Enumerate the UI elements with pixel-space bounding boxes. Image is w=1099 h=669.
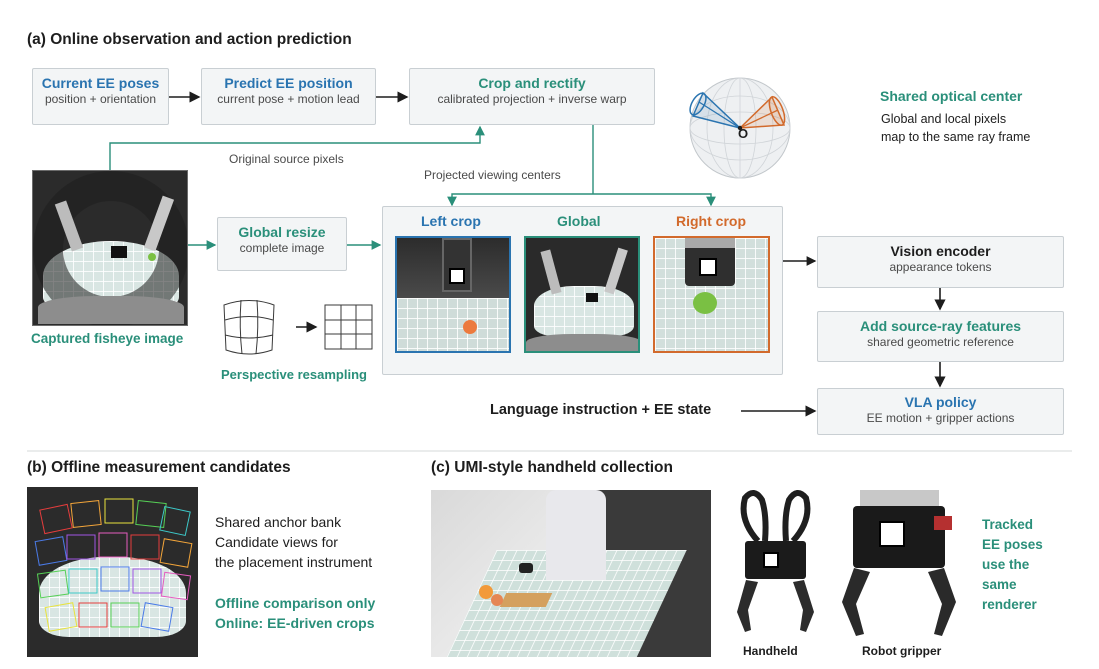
source-ray-title: Add source-ray features (859, 318, 1022, 334)
scissor-handles (740, 490, 811, 544)
robot-fingers (842, 568, 956, 636)
predict-ee-title: Predict EE position (224, 75, 353, 91)
shared-center-line1: Global and local pixels (881, 112, 1007, 126)
global-crop-box (586, 293, 598, 302)
handheld-label: Handheld (743, 644, 798, 658)
current-ee-sub: position + orientation (44, 92, 157, 106)
right-crop-label: Right crop (676, 213, 746, 229)
shared-center-title-text: Shared optical center (880, 88, 1023, 104)
vla-policy-box: VLA policy EE motion + gripper actions (817, 388, 1064, 435)
optical-sphere (689, 77, 791, 179)
global-crop-image (524, 236, 640, 353)
vision-encoder-sub: appearance tokens (889, 260, 992, 274)
crop-rectify-title: Crop and rectify (478, 75, 586, 91)
candidates-notes: Offline comparison only Online: EE-drive… (215, 593, 375, 633)
crop-rectify-box: Crop and rectify calibrated projection +… (409, 68, 655, 125)
fisheye-image (32, 170, 188, 326)
fisheye-apple (148, 253, 156, 261)
fisheye-base (38, 296, 184, 324)
candidates-line1: Shared anchor bank (215, 514, 342, 530)
robot-tag (879, 521, 905, 547)
tracked-line-3: use the (982, 557, 1030, 572)
current-ee-title: Current EE poses (41, 75, 160, 91)
left-crop-orange (463, 320, 477, 334)
robot-gripper-label: Robot gripper (862, 644, 942, 658)
robot-side-block (934, 516, 952, 530)
candidates-line3: the placement instrument (215, 554, 373, 570)
predict-ee-sub: current pose + motion lead (217, 92, 360, 106)
robot-flange (860, 490, 939, 506)
handheld-person (546, 490, 606, 580)
left-crop-image (395, 236, 511, 353)
tracked-line-1: Tracked (982, 517, 1034, 532)
current-ee-box: Current EE poses position + orientation (32, 68, 169, 125)
handheld-device (519, 563, 533, 573)
section-b-title: (b) Offline measurement candidates (27, 459, 291, 476)
vla-policy-title: VLA policy (904, 394, 977, 410)
shared-center-desc: Global and local pixels map to the same … (881, 110, 1030, 146)
source-ray-sub: shared geometric reference (867, 335, 1014, 349)
global-resize-sub: complete image (239, 241, 325, 255)
candidates-image (27, 487, 198, 657)
captured-fisheye-label: Captured fisheye image (31, 331, 184, 346)
global-crop-floor (534, 286, 634, 336)
global-resize-title: Global resize (238, 224, 326, 240)
crop-rectify-sub: calibrated projection + inverse warp (437, 92, 627, 106)
candidates-note2: Online: EE-driven crops (215, 615, 375, 631)
source-ray-box: Add source-ray features shared geometric… (817, 311, 1064, 362)
right-crop-tag (699, 258, 717, 276)
handheld-tag (763, 552, 779, 568)
fisheye-box (111, 246, 127, 258)
shared-center-line2: map to the same ray frame (881, 130, 1031, 144)
candidates-line2: Candidate views for (215, 534, 338, 550)
candidates-note1: Offline comparison only (215, 595, 376, 611)
left-crop-label: Left crop (421, 213, 481, 229)
vision-encoder-box: Vision encoder appearance tokens (817, 236, 1064, 288)
section-a-title: (a) Online observation and action predic… (27, 31, 352, 48)
left-crop-tag (449, 268, 465, 284)
vla-policy-sub: EE motion + gripper actions (866, 411, 1015, 425)
vision-encoder-title: Vision encoder (890, 243, 991, 259)
tracked-line-4: same (982, 577, 1017, 592)
predict-ee-box: Predict EE position current pose + motio… (201, 68, 376, 125)
handheld-fruit-2 (491, 594, 503, 606)
language-instruction-label: Language instruction + EE state (490, 402, 712, 418)
right-crop-flange (685, 238, 735, 248)
shared-center-title: Shared optical center (880, 88, 1022, 104)
sphere-center-label: O (738, 126, 749, 141)
projected-centers-label: Projected viewing centers (424, 168, 561, 182)
global-crop-label: Global (557, 213, 601, 229)
global-resize-box: Global resize complete image (217, 217, 347, 271)
tracked-line-2: EE poses (982, 537, 1043, 552)
candidates-desc: Shared anchor bank Candidate views for t… (215, 512, 372, 572)
rect-grid-icon (324, 304, 373, 350)
right-crop-image (653, 236, 770, 353)
warped-grid-icon (223, 299, 275, 355)
handheld-fruit-1 (479, 585, 493, 599)
perspective-resampling-label: Perspective resampling (221, 367, 367, 382)
section-c-title: (c) UMI-style handheld collection (431, 459, 673, 476)
original-pixels-label: Original source pixels (229, 152, 344, 166)
right-crop-apple (693, 292, 717, 314)
tracked-line-5: renderer (982, 597, 1037, 612)
candidate-boxes (34, 498, 193, 632)
global-crop-base (526, 334, 638, 351)
handheld-collection-image (431, 490, 711, 657)
tracked-note: Tracked EE poses use the same renderer (982, 515, 1043, 615)
handheld-fingers (737, 580, 814, 632)
